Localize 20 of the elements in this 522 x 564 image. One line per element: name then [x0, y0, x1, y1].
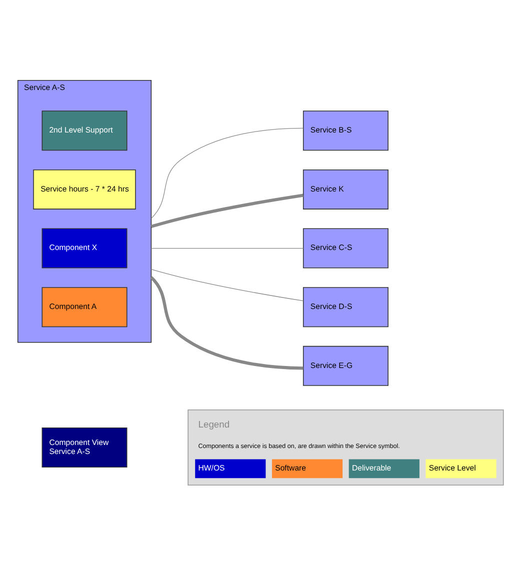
legend-label: HW/OS: [198, 464, 225, 473]
node-box: Service B-S: [302, 110, 388, 151]
legend-label: Software: [275, 464, 306, 473]
connector: [150, 128, 304, 219]
connector: [150, 269, 304, 302]
node-box: Service D-S: [302, 287, 388, 328]
node-box: Component X: [42, 228, 128, 268]
node-box: 2nd Level Support: [42, 110, 128, 151]
node-box: Service hours - 7 * 24 hrs: [33, 169, 136, 210]
legend-label: Deliverable: [352, 464, 392, 473]
connector: [150, 194, 304, 228]
node-box: Service C-S: [302, 228, 388, 268]
node-box: Service K: [302, 169, 388, 210]
connector: [150, 276, 304, 370]
node-box: Service E-G: [302, 346, 388, 386]
legend-label: Service Level: [428, 464, 476, 473]
node-box: Component A: [42, 287, 128, 328]
connector: [150, 248, 304, 249]
label: Legend: [198, 418, 230, 430]
node-box: Component View Service A-S: [42, 428, 128, 468]
